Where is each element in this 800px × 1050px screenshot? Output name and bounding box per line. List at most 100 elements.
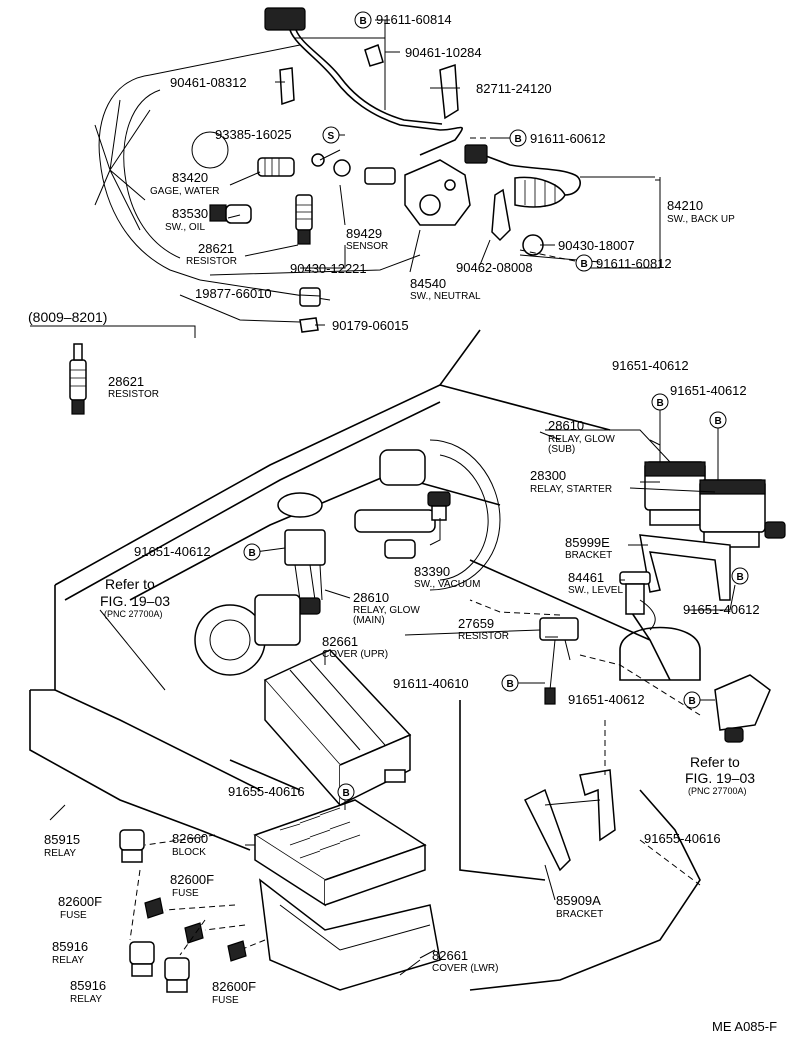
label-89429: 89429	[346, 226, 382, 241]
bolt-marker-b-letter: B	[343, 788, 350, 799]
label-82660: 82660	[172, 831, 208, 846]
label-range-8009-8201: (8009–8201)	[28, 309, 107, 325]
part-82600F-fuse-b	[184, 922, 204, 944]
label-82661-lower: 82661	[432, 948, 468, 963]
part-27659-resistor	[539, 617, 579, 705]
part-85915-relay	[119, 829, 145, 863]
label-90461-10284: 90461-10284	[405, 45, 482, 60]
desc-82600F: FUSE	[212, 995, 239, 1006]
part-19877-66010	[299, 287, 321, 307]
bolt-marker-b	[651, 393, 669, 411]
label-91611-60612: 91611-60612	[530, 131, 606, 146]
desc-28621: RESISTOR	[186, 256, 237, 267]
bolt-marker-b	[337, 783, 355, 801]
desc-84210: SW., BACK UP	[667, 214, 735, 225]
label-28300: 28300	[530, 468, 566, 483]
label-85909A: 85909A	[556, 893, 601, 908]
label-28610-sub: 28610	[548, 418, 584, 433]
part-84540-neutral-switch	[404, 159, 511, 242]
label-91611-40610: 91611-40610	[393, 676, 469, 691]
part-82660-fuse-block	[253, 799, 427, 907]
label-91611-60814: 91611-60814	[376, 12, 452, 27]
label-83420: 83420	[172, 170, 208, 185]
label-90462-08008: 90462-08008	[456, 260, 533, 275]
desc-28300: RELAY, STARTER	[530, 484, 612, 495]
part-84461-level-switch	[619, 571, 656, 631]
refer-fig-label: FIG. 19–03	[685, 770, 755, 786]
refer-fig-label: FIG. 19–03	[100, 593, 170, 609]
engine-fan-illustration	[94, 44, 331, 301]
part-83390-vacuum-switch	[427, 491, 451, 521]
label-91651-40612: 91651-40612	[134, 544, 211, 559]
label-91655-40616: 91655-40616	[644, 831, 721, 846]
desc-89429: SENSOR	[346, 241, 388, 252]
bolt-marker-b	[509, 129, 527, 147]
label-28621-variant: 28621	[108, 374, 144, 389]
bolt-marker-b-letter: B	[249, 548, 256, 559]
part-90461-10284	[364, 44, 384, 67]
refer-pnc-label: (PNC 27700A)	[688, 786, 747, 796]
diagram-code: ME A085-F	[712, 1019, 777, 1034]
part-83530-oil-switch	[209, 204, 252, 224]
bolt-marker-b	[683, 691, 701, 709]
label-91651-40612: 91651-40612	[683, 602, 760, 617]
brake-booster-illustration	[277, 439, 501, 591]
desc-82661-lower: COVER (LWR)	[432, 963, 498, 974]
label-90179-06015: 90179-06015	[332, 318, 409, 333]
part-28610-glow-relay-main	[284, 529, 326, 615]
desc-82661-upper: COVER (UPR)	[322, 649, 388, 660]
part-82600F-fuse-c	[227, 940, 247, 962]
bolt-marker-b	[575, 254, 593, 272]
part-90461-08312	[279, 67, 295, 106]
part-28300-starter-relay	[699, 479, 786, 548]
desc-28610-main: RELAY, GLOW	[353, 605, 420, 616]
part-82661-cover-lower	[259, 878, 441, 991]
bolt-marker-b	[709, 411, 727, 429]
bolt-marker-b	[501, 674, 519, 692]
label-90430-18007: 90430-18007	[558, 238, 635, 253]
label-82600F: 82600F	[212, 979, 256, 994]
label-91611-60812: 91611-60812	[596, 256, 672, 271]
label-84461: 84461	[568, 570, 604, 585]
part-85916-relay-b	[164, 957, 190, 993]
variant-resistor-group	[30, 325, 196, 415]
vehicle-body-outline	[29, 329, 701, 991]
desc-85916: RELAY	[52, 955, 84, 966]
bolt-marker-b	[243, 543, 261, 561]
desc-28610-main-type: (MAIN)	[353, 615, 385, 626]
desc-82600F: FUSE	[172, 888, 199, 899]
refer-to-label: Refer to	[690, 754, 740, 770]
desc-28610-sub: RELAY, GLOW	[548, 434, 615, 445]
label-82600F: 82600F	[170, 872, 214, 887]
part-90179-06015	[299, 317, 319, 333]
part-83420-water-gage	[257, 157, 295, 177]
label-19877-66010: 19877-66010	[195, 286, 272, 301]
label-83530: 83530	[172, 206, 208, 221]
bolt-marker-b	[731, 567, 749, 585]
label-90461-08312: 90461-08312	[170, 75, 247, 90]
label-91651-40612: 91651-40612	[568, 692, 645, 707]
bolt-marker-b-letter: B	[737, 572, 744, 583]
bolt-marker-b-letter: B	[715, 416, 722, 427]
label-82661-upper: 82661	[322, 634, 358, 649]
label-84540: 84540	[410, 276, 446, 291]
screw-marker-s-letter: S	[328, 131, 335, 142]
desc-83530: SW., OIL	[165, 222, 205, 233]
bolt-marker-b-letter: B	[657, 398, 664, 409]
desc-28621-variant: RESISTOR	[108, 389, 159, 400]
bolt-marker-b-letter: B	[689, 696, 696, 707]
label-82600F: 82600F	[58, 894, 102, 909]
refer-pnc-label: (PNC 27700A)	[104, 609, 163, 619]
desc-28610-sub-type: (SUB)	[548, 444, 575, 455]
desc-27659: RESISTOR	[458, 631, 509, 642]
label-91651-40612: 91651-40612	[612, 358, 689, 373]
desc-83390: SW., VACUUM	[414, 579, 480, 590]
part-85999E-bracket	[639, 534, 731, 601]
label-84210: 84210	[667, 198, 703, 213]
bolt-marker-b-letter: B	[515, 134, 522, 145]
label-27659: 27659	[458, 616, 494, 631]
desc-85916: RELAY	[70, 994, 102, 1005]
label-83390: 83390	[414, 564, 450, 579]
desc-84461: SW., LEVEL	[568, 585, 623, 596]
